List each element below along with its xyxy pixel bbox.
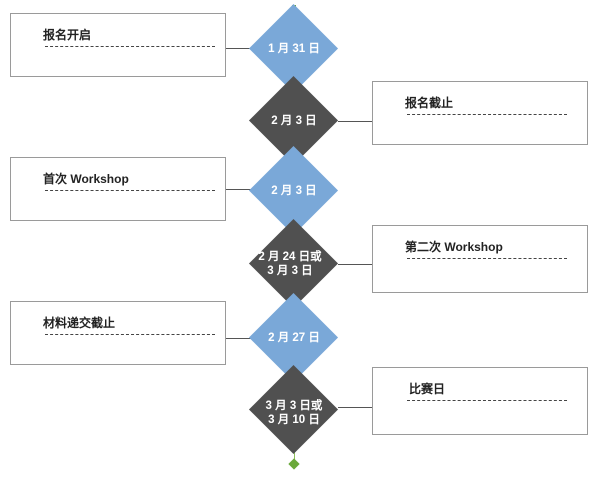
milestone-card-4: 第二次 Workshop [372, 225, 588, 293]
milestone-placeholder-line-6 [407, 400, 567, 401]
milestone-placeholder-line-4 [407, 258, 567, 259]
milestone-date-3: 2 月 3 日 [271, 185, 317, 197]
milestone-date-2: 2 月 3 日 [271, 115, 317, 127]
milestone-connector-2 [338, 121, 372, 122]
milestone-card-5: 材料递交截止 [10, 301, 226, 365]
milestone-placeholder-line-2 [407, 114, 567, 115]
milestone-placeholder-line-3 [45, 190, 215, 191]
milestone-connector-5 [226, 338, 256, 339]
milestone-connector-3 [226, 189, 256, 190]
milestone-connector-1 [226, 48, 256, 49]
milestone-placeholder-line-5 [45, 334, 215, 335]
milestone-connector-6 [338, 407, 372, 408]
milestone-title-2: 报名截止 [405, 96, 454, 110]
milestone-date-4: 2 月 24 日或 3 月 3 日 [258, 251, 322, 277]
milestone-date-1: 1 月 31 日 [268, 43, 320, 55]
timeline-end-marker [288, 458, 300, 470]
milestone-title-3: 首次 Workshop [43, 172, 129, 186]
milestone-title-1: 报名开启 [43, 28, 92, 42]
milestone-title-6: 比赛日 [409, 382, 446, 396]
milestone-placeholder-line-1 [45, 46, 215, 47]
milestone-card-2: 报名截止 [372, 81, 588, 145]
milestone-title-4: 第二次 Workshop [405, 240, 503, 254]
milestone-card-6: 比赛日 [372, 367, 588, 435]
milestone-date-6: 3 月 3 日或 3 月 10 日 [265, 400, 323, 426]
milestone-title-5: 材料递交截止 [43, 316, 116, 330]
milestone-card-1: 报名开启 [10, 13, 226, 77]
milestone-card-3: 首次 Workshop [10, 157, 226, 221]
milestone-date-5: 2 月 27 日 [268, 332, 320, 344]
milestone-connector-4 [338, 264, 372, 265]
